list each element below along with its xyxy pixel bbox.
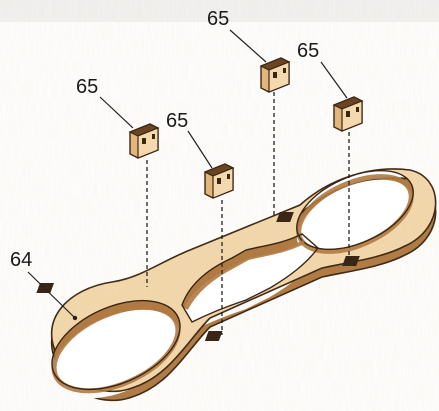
- callout-label-65: 65: [166, 110, 189, 132]
- callout-label-65: 65: [297, 40, 320, 62]
- alignment-guides: [146, 92, 350, 335]
- leader-line-64: [27, 271, 76, 319]
- leader-dot-64: [72, 315, 78, 321]
- callout-label-65: 65: [76, 76, 99, 98]
- leader-line-65-d: [320, 61, 348, 99]
- callout-label-64: 64: [10, 249, 33, 271]
- leader-line-65-a: [99, 96, 134, 129]
- peg-3: [259, 57, 291, 93]
- socket-4: [342, 256, 360, 266]
- socket-3: [276, 212, 294, 222]
- peg-1: [128, 123, 160, 159]
- leader-line-65-b: [187, 130, 213, 169]
- peg-2: [203, 163, 235, 199]
- callout-label-65: 65: [207, 8, 230, 30]
- leader-line-65-c: [229, 29, 267, 63]
- peg-4: [332, 96, 364, 132]
- socket-2: [204, 331, 223, 341]
- leader-lines: [27, 29, 348, 319]
